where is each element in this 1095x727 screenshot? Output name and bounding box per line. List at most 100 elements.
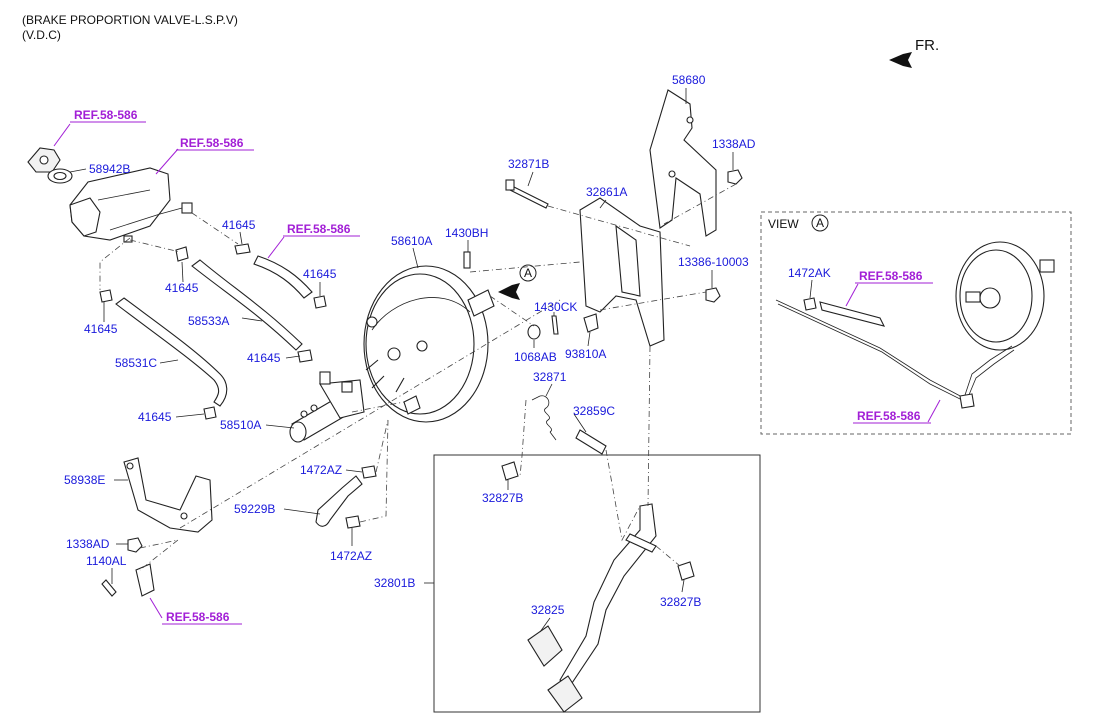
clamp-1472AZ-b[interactable] (345, 515, 361, 529)
guide-line (359, 419, 389, 523)
clamp-1472AZ-a[interactable] (361, 465, 377, 479)
part-label[interactable]: 32827B (660, 595, 701, 609)
reference-link[interactable]: REF.58-586 (287, 222, 351, 236)
part-label[interactable]: 58938E (64, 473, 105, 487)
part-label[interactable]: 32859C (573, 404, 615, 418)
leader-line (241, 317, 263, 322)
bushing-32859C[interactable] (575, 429, 607, 455)
part-label[interactable]: 58533A (188, 314, 229, 328)
part-label[interactable]: 93810A (565, 347, 606, 361)
part-label[interactable]: 13386-10003 (678, 255, 749, 269)
part-label[interactable]: 1472AK (788, 266, 831, 280)
sensor-bracket[interactable] (135, 563, 155, 597)
part-label[interactable]: 41645 (84, 322, 118, 336)
stopper-32827B-a[interactable] (501, 461, 519, 481)
part-label[interactable]: 41645 (222, 218, 256, 232)
header-subtitle: (V.D.C) (22, 28, 61, 42)
guide-line (99, 237, 131, 290)
brake-fluid-reservoir[interactable] (69, 167, 193, 243)
pin-1430CK[interactable] (551, 315, 559, 335)
part-label[interactable]: 32861A (586, 185, 627, 199)
bolt-1140AL[interactable] (101, 579, 117, 597)
part-label[interactable]: 32871B (508, 157, 549, 171)
bracket-32861A[interactable] (579, 197, 665, 347)
part-label[interactable]: 58680 (672, 73, 706, 87)
reference-link[interactable]: REF.58-586 (857, 409, 921, 423)
clamp-41645-e[interactable] (297, 349, 313, 363)
part-label[interactable]: 32827B (482, 491, 523, 505)
guide-line (129, 239, 181, 253)
leader-line (527, 171, 534, 187)
bracket-58680[interactable] (649, 89, 717, 237)
view-marker-letter: A (524, 266, 532, 280)
guide-line (191, 212, 239, 245)
part-label[interactable]: 58531C (115, 356, 157, 370)
bolt-32871B[interactable] (505, 179, 549, 209)
master-cylinder-58510A[interactable] (289, 371, 365, 443)
inset-brake-pipe[interactable] (775, 299, 1015, 409)
reference-link[interactable]: REF.58-586 (859, 269, 923, 283)
part-label[interactable]: 58942B (89, 162, 130, 176)
clamp-41645-b[interactable] (175, 246, 189, 262)
hose-58533A[interactable] (191, 259, 303, 351)
leader-line (809, 279, 813, 299)
direction-label: FR. (915, 37, 939, 54)
stopper-32827B-b[interactable] (677, 561, 695, 581)
hose-ref[interactable] (253, 255, 313, 299)
hose-59229B[interactable] (315, 475, 363, 527)
leader-line (159, 359, 179, 364)
leader-line (345, 469, 363, 473)
clamp-41645-d[interactable] (99, 289, 113, 303)
part-label[interactable]: 41645 (138, 410, 172, 424)
part-label[interactable]: 59229B (234, 502, 275, 516)
part-label[interactable]: 32801B (374, 576, 415, 590)
part-label[interactable]: 1338AD (66, 537, 110, 551)
inset-clip-1472AK[interactable] (803, 297, 817, 311)
part-label[interactable]: 58510A (220, 418, 261, 432)
nut-1338AD-bottom[interactable] (127, 537, 143, 553)
reservoir-seal[interactable] (47, 168, 73, 184)
part-label[interactable]: 1338AD (712, 137, 756, 151)
clamp-41645-a[interactable] (234, 243, 251, 255)
nut-1338AD-top[interactable] (727, 169, 743, 185)
washer-1068AB[interactable] (527, 324, 541, 340)
clamp-41645-f[interactable] (203, 406, 217, 420)
guide-line (663, 183, 737, 225)
guide-line (351, 401, 405, 413)
part-label[interactable]: 1430BH (445, 226, 488, 240)
part-label[interactable]: 32825 (531, 603, 565, 617)
part-label[interactable]: 41645 (247, 351, 281, 365)
part-label[interactable]: 1472AZ (300, 463, 342, 477)
ref-leader-line (927, 399, 941, 423)
brake-pedal-32825[interactable] (527, 503, 657, 713)
reference-link[interactable]: REF.58-586 (180, 136, 244, 150)
pin-1430BH[interactable] (463, 251, 471, 269)
guide-line (547, 205, 691, 247)
reference-link[interactable]: REF.58-586 (74, 108, 138, 122)
part-label[interactable]: 1430CK (534, 300, 577, 314)
clamp-41645-c[interactable] (313, 295, 327, 309)
part-label[interactable]: 41645 (303, 267, 337, 281)
spring-32871[interactable] (531, 395, 557, 441)
leader-line (265, 424, 295, 429)
part-label[interactable]: 41645 (165, 281, 199, 295)
part-label[interactable]: 32871 (533, 370, 567, 384)
switch-93810A[interactable] (583, 313, 599, 333)
nut-13386[interactable] (705, 287, 721, 303)
hose-58531C[interactable] (115, 297, 228, 407)
part-label[interactable]: 1472AZ (330, 549, 372, 563)
leader-line (283, 508, 321, 515)
part-label[interactable]: 58610A (391, 234, 432, 248)
part-label[interactable]: 1140AL (86, 554, 127, 568)
guide-line (599, 291, 707, 311)
brake-booster-58610A[interactable] (363, 265, 495, 423)
reference-link[interactable]: REF.58-586 (166, 610, 230, 624)
bracket-58938E[interactable] (123, 457, 213, 533)
inset-booster[interactable] (955, 241, 1055, 351)
guide-line (139, 539, 179, 571)
inset-hose[interactable] (819, 301, 886, 327)
part-label[interactable]: 1068AB (514, 350, 557, 364)
view-title: VIEW (768, 217, 799, 231)
reservoir-cap[interactable] (27, 147, 61, 173)
